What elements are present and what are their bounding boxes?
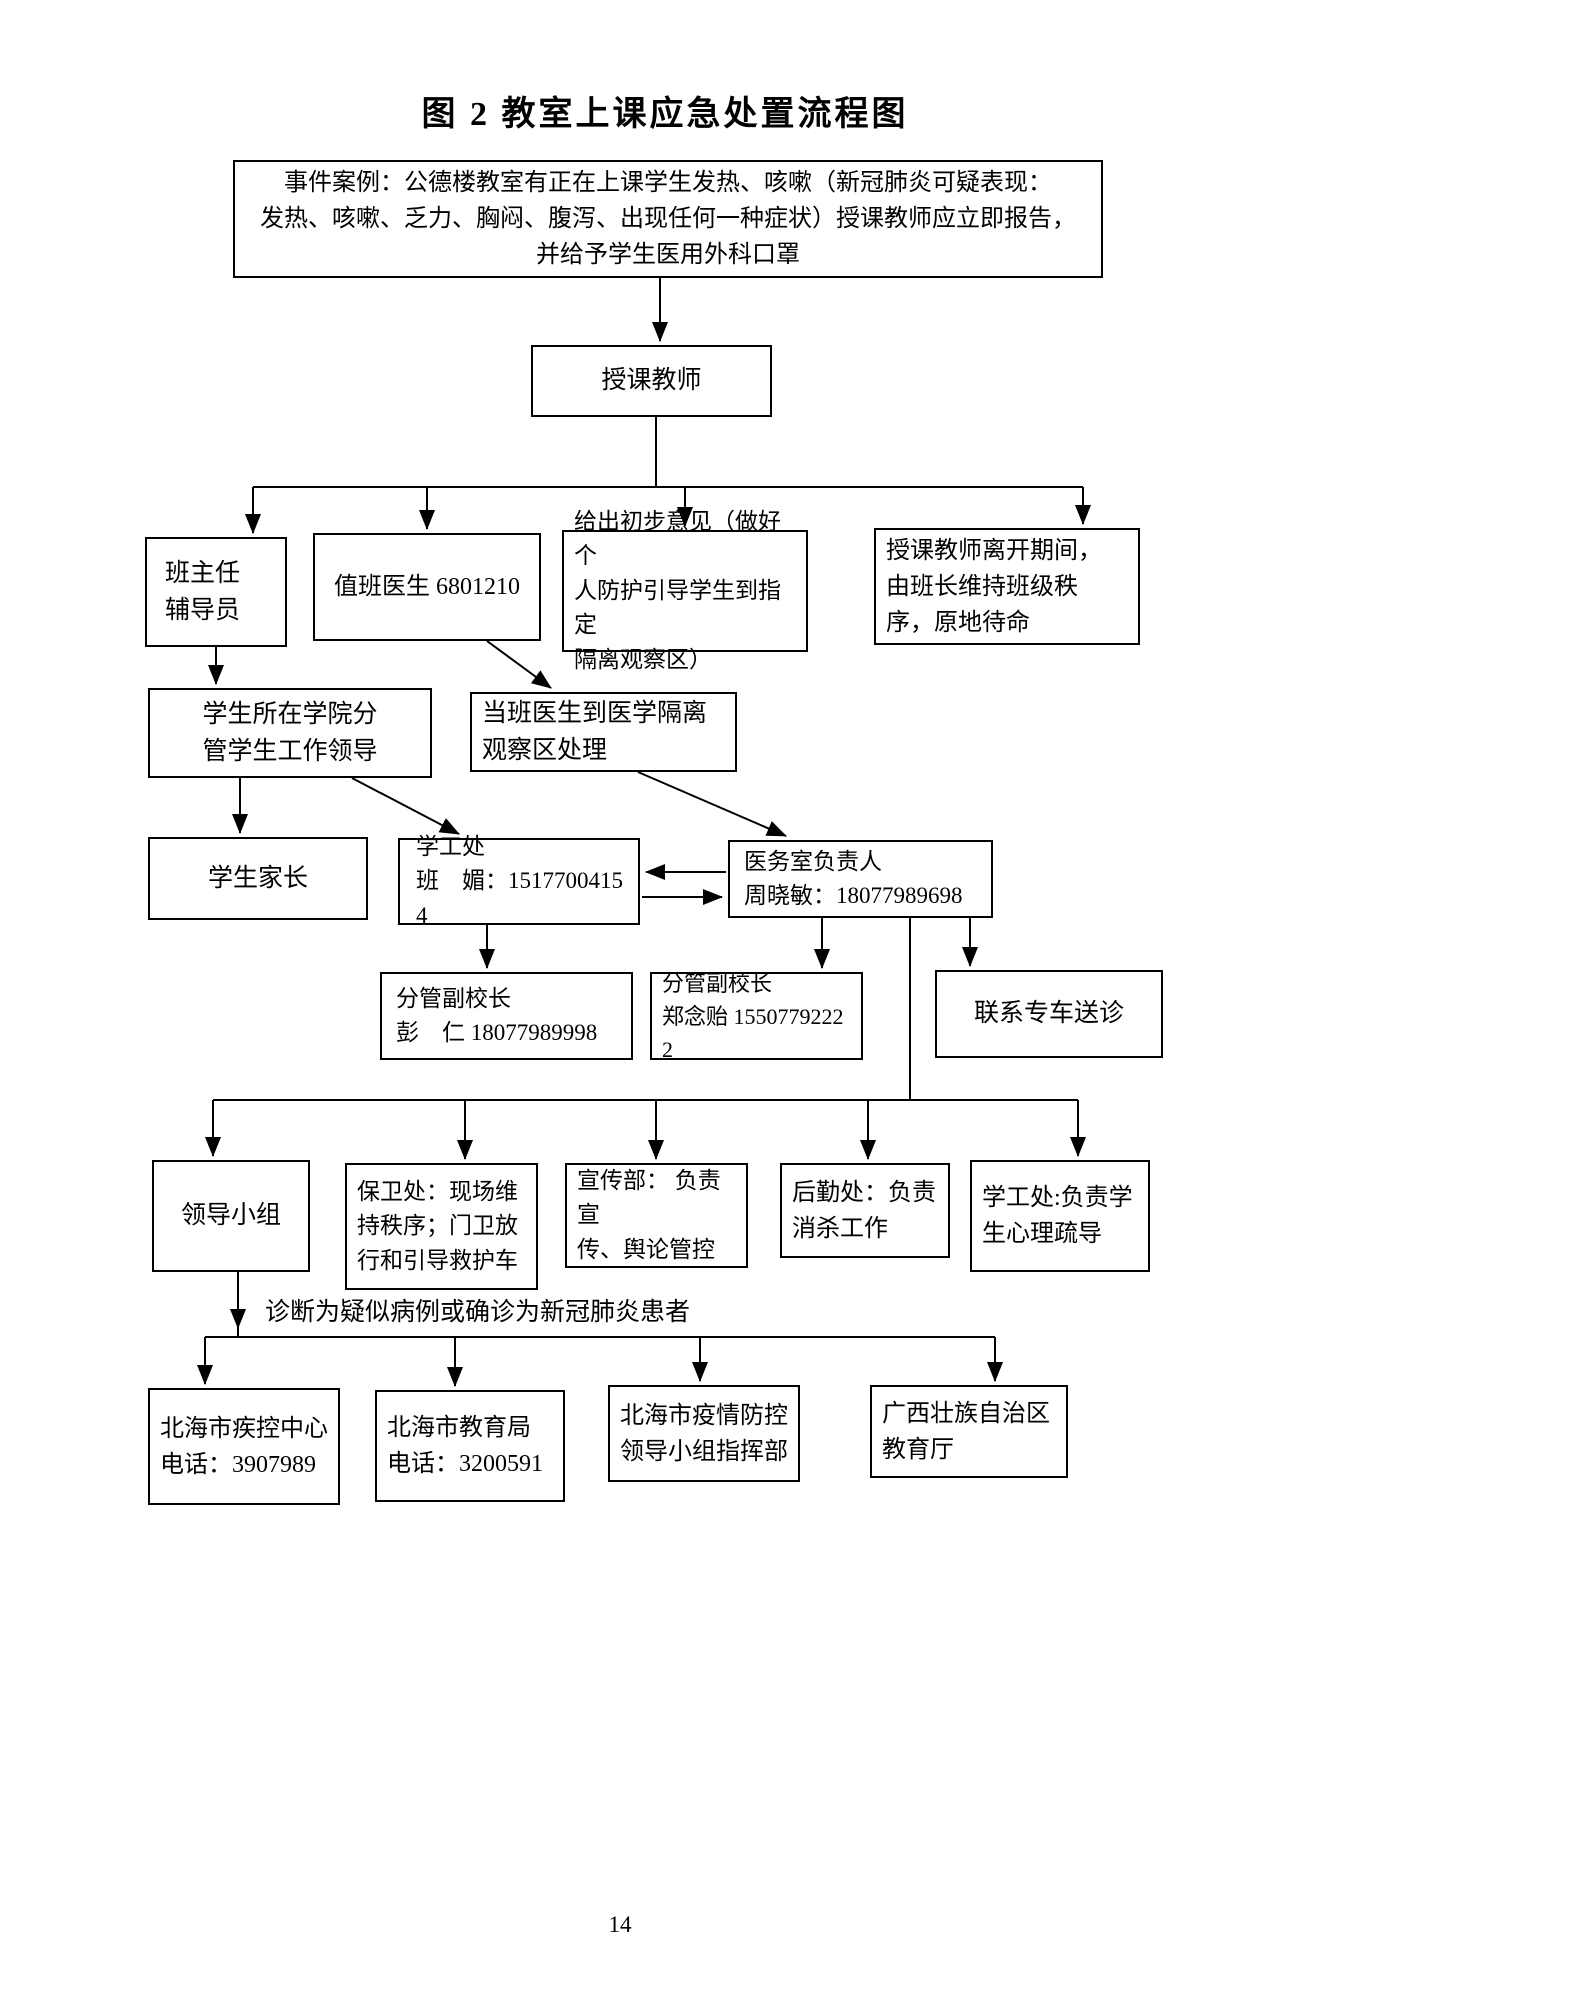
node-class-teacher: 班主任 辅导员	[145, 537, 287, 647]
node-parents: 学生家长	[148, 837, 368, 920]
node-initial-opinion: 给出初步意见（做好个 人防护引导学生到指定 隔离观察区）	[562, 509, 808, 672]
node-event-case: 事件案例：公德楼教室有正在上课学生发热、咳嗽（新冠肺炎可疑表现： 发热、咳嗽、乏…	[233, 160, 1103, 278]
node-monitor: 授课教师离开期间， 由班长维持班级秩 序，原地待命	[874, 528, 1140, 645]
node-vice-principal-1: 分管副校长 彭 仁 18077989998	[380, 972, 633, 1060]
page-number: 14	[608, 1912, 632, 1937]
diagnosis-label: 诊断为疑似病例或确诊为新冠肺炎患者	[265, 1299, 691, 1326]
node-isolation-doctor: 当班医生到医学隔离 观察区处理	[470, 692, 737, 772]
node-student-affairs-psych: 学工处:负责学 生心理疏导	[970, 1160, 1150, 1272]
node-logistics: 后勤处：负责 消杀工作	[780, 1163, 950, 1258]
node-leadership-group: 领导小组	[152, 1160, 310, 1272]
node-special-car: 联系专车送诊	[935, 970, 1163, 1058]
page-title: 图 2 教室上课应急处置流程图	[421, 96, 909, 133]
arrow-college-to-studentaffairs	[351, 777, 460, 835]
node-gx-education: 广西壮族自治区 教育厅	[870, 1385, 1068, 1478]
node-education-bureau: 北海市教育局 电话：3200591	[375, 1390, 565, 1502]
node-security: 保卫处：现场维 持秩序；门卫放 行和引导救护车	[345, 1163, 538, 1290]
node-epidemic-hq: 北海市疫情防控 领导小组指挥部	[608, 1385, 800, 1482]
node-student-affairs: 学工处 班 媚：15177004154	[398, 834, 640, 928]
node-cdc: 北海市疾控中心 电话：3907989	[148, 1388, 340, 1505]
node-teacher: 授课教师	[531, 345, 772, 417]
node-vice-principal-2: 分管副校长 郑念贻 15507792222	[650, 971, 863, 1062]
arrow-isolation-to-clinic	[637, 771, 787, 837]
node-duty-doctor: 值班医生 6801210	[313, 533, 541, 641]
node-college-leader: 学生所在学院分 管学生工作领导	[148, 688, 432, 778]
arrow-dutydoctor-to-isolation	[486, 640, 552, 689]
node-clinic-head: 医务室负责人 周晓敏：18077989698	[728, 840, 993, 918]
node-publicity: 宣传部： 负责宣 传、舆论管控	[565, 1163, 748, 1268]
